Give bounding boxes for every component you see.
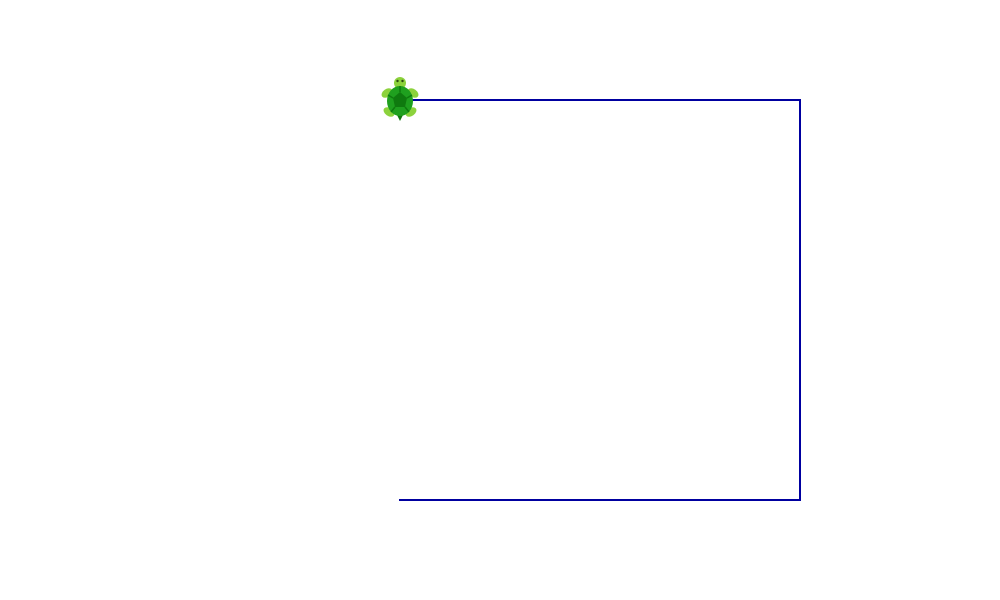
turtle-left-eye: [396, 79, 399, 83]
turtle-icon: [381, 77, 419, 121]
turtle-right-eye: [401, 79, 404, 83]
turtle-tail: [397, 115, 403, 121]
turtle-path: [399, 99, 801, 501]
turtle-shell-lines: [387, 86, 413, 113]
turtle-shell-pattern: [393, 92, 407, 107]
